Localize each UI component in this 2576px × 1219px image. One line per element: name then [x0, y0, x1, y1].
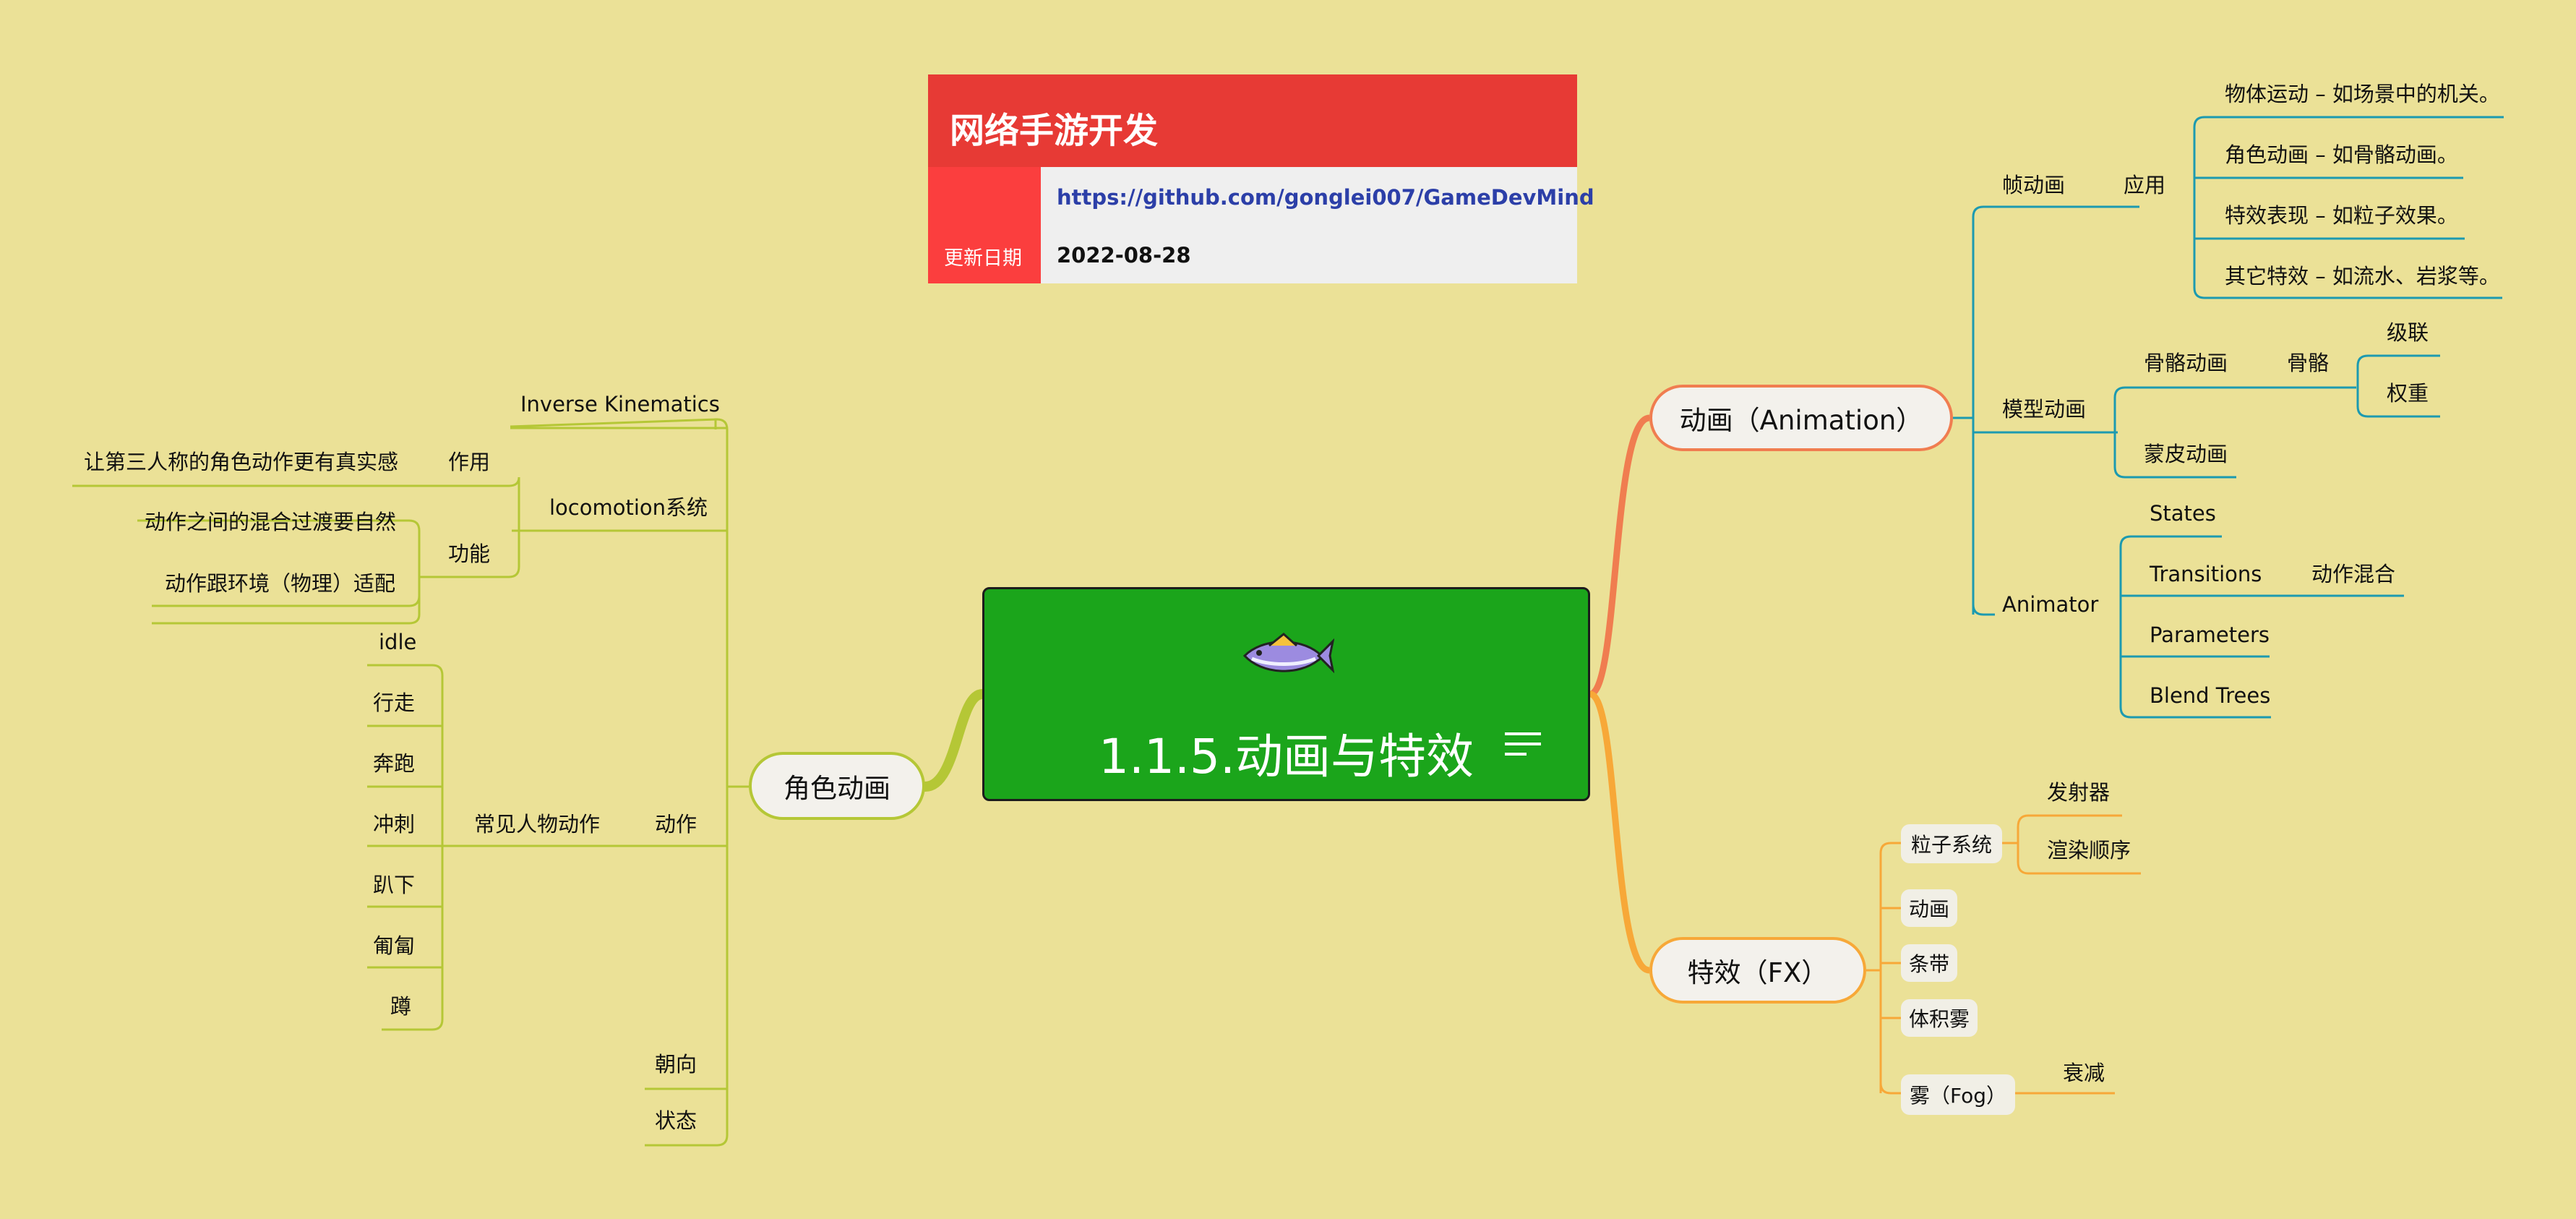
skin-animation-label[interactable]: 蒙皮动画	[2144, 442, 2228, 466]
bone-label[interactable]: 骨骼	[2287, 351, 2330, 375]
animator-item-3[interactable]: Blend Trees	[2150, 683, 2271, 708]
header-body	[1041, 167, 1577, 283]
menu-lines-icon[interactable]	[1505, 731, 1541, 760]
header-card: 网络手游开发 更新日期 https://github.com/gonglei00…	[928, 74, 1594, 283]
locomotion-label[interactable]: locomotion系统	[549, 495, 708, 520]
fog-child[interactable]: 衰减	[2063, 1061, 2105, 1085]
fx-item-ribbon[interactable]: 条带	[1901, 944, 1957, 982]
branch-animation[interactable]: 动画（Animation）	[1649, 385, 1953, 451]
fx-item-animation[interactable]: 动画	[1901, 889, 1957, 927]
function-label[interactable]: 功能	[448, 542, 491, 566]
action-item-3[interactable]: 冲刺	[373, 812, 416, 837]
action-item-4[interactable]: 趴下	[373, 873, 416, 897]
header-date-label: 更新日期	[944, 247, 1022, 270]
animator-item-0[interactable]: States	[2150, 501, 2216, 526]
particle-item-0[interactable]: 发射器	[2047, 780, 2111, 805]
animator-label[interactable]: Animator	[2002, 592, 2099, 617]
effect-label[interactable]: 作用	[448, 450, 491, 474]
blend-label[interactable]: 动作混合	[2311, 562, 2396, 586]
fish-icon	[1242, 633, 1334, 674]
ik-label[interactable]: Inverse Kinematics	[520, 392, 720, 416]
action-item-6[interactable]: 蹲	[390, 994, 412, 1019]
model-animation-label[interactable]: 模型动画	[2002, 397, 2087, 422]
effect-text[interactable]: 让第三人称的角色动作更有真实感	[84, 450, 399, 474]
skeletal-animation-label[interactable]: 骨骼动画	[2144, 351, 2228, 375]
header-title: 网络手游开发	[950, 111, 1159, 151]
action-item-1[interactable]: 行走	[373, 690, 416, 715]
central-title: 1.1.5.动画与特效	[1099, 729, 1474, 784]
particle-item-1[interactable]: 渲染顺序	[2047, 838, 2131, 863]
function-item-0[interactable]: 动作之间的混合过渡要自然	[145, 510, 397, 534]
header-date: 2022-08-28	[1057, 243, 1191, 268]
fx-particle-system[interactable]: 粒子系统	[1901, 824, 2002, 863]
action-label[interactable]: 动作	[655, 812, 697, 837]
fx-item-fog[interactable]: 雾（Fog）	[1901, 1074, 2015, 1115]
facing-label[interactable]: 朝向	[655, 1052, 697, 1077]
apply-label[interactable]: 应用	[2124, 173, 2166, 197]
header-title-bar	[928, 74, 1577, 167]
header-date-label-bar	[928, 167, 1041, 283]
common-actions-label[interactable]: 常见人物动作	[474, 812, 601, 837]
animator-item-2[interactable]: Parameters	[2150, 623, 2270, 647]
central-topic[interactable]: 1.1.5.动画与特效	[982, 587, 1590, 801]
fx-item-volumetric-fog[interactable]: 体积雾	[1901, 999, 1978, 1037]
apply-item-1[interactable]: 角色动画 – 如骨骼动画。	[2225, 142, 2458, 167]
header-link[interactable]: https://github.com/gonglei007/GameDevMin…	[1057, 185, 1594, 210]
frame-animation-label[interactable]: 帧动画	[2002, 173, 2066, 197]
apply-item-2[interactable]: 特效表现 – 如粒子效果。	[2225, 203, 2458, 228]
branch-character-animation[interactable]: 角色动画	[749, 752, 925, 820]
action-item-0[interactable]: idle	[379, 630, 417, 654]
apply-item-3[interactable]: 其它特效 – 如流水、岩浆等。	[2225, 264, 2500, 288]
function-item-1[interactable]: 动作跟环境（物理）适配	[165, 571, 396, 596]
animator-item-1[interactable]: Transitions	[2150, 562, 2262, 586]
action-item-2[interactable]: 奔跑	[373, 751, 416, 776]
bone-item-0[interactable]: 级联	[2387, 320, 2429, 345]
bone-item-1[interactable]: 权重	[2387, 381, 2429, 406]
action-item-5[interactable]: 匍匐	[373, 933, 416, 958]
branch-fx[interactable]: 特效（FX）	[1649, 937, 1866, 1004]
state-label[interactable]: 状态	[655, 1108, 697, 1133]
apply-item-0[interactable]: 物体运动 – 如场景中的机关。	[2225, 82, 2500, 106]
